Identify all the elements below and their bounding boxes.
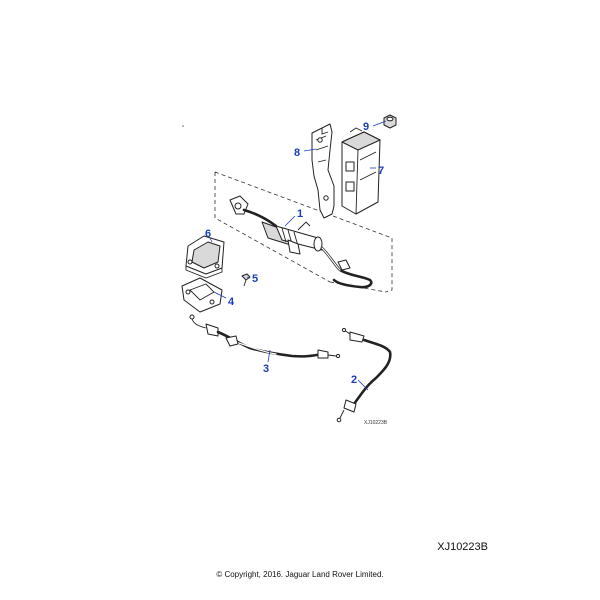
callout-4: 4	[228, 296, 235, 308]
part-7-control-module	[341, 127, 381, 215]
part-9-nut	[383, 114, 397, 129]
callout-1: 1	[297, 208, 303, 220]
part-4-bracket-plate	[181, 277, 223, 313]
callout-8: 8	[294, 147, 300, 159]
callout-7: 7	[378, 165, 384, 177]
part-2-cable	[336, 327, 392, 423]
part-3-cable	[189, 314, 341, 359]
part-8-bracket	[311, 123, 335, 219]
callout-6: 6	[205, 228, 211, 240]
copyright-notice: © Copyright, 2016. Jaguar Land Rover Lim…	[216, 570, 384, 579]
callout-9: 9	[363, 121, 369, 133]
callout-5: 5	[252, 273, 258, 285]
dot-mark	[182, 125, 184, 127]
callout-3: 3	[263, 363, 269, 375]
diagram-reference-code: XJ10223B	[437, 541, 488, 553]
leader-lines	[209, 120, 387, 391]
inner-reference-code: XJ10223B	[364, 420, 388, 426]
part-1-actuator-assembly	[229, 195, 373, 289]
callout-2: 2	[351, 374, 357, 386]
part-6-housing	[185, 235, 225, 279]
part-5-screw	[241, 273, 251, 287]
